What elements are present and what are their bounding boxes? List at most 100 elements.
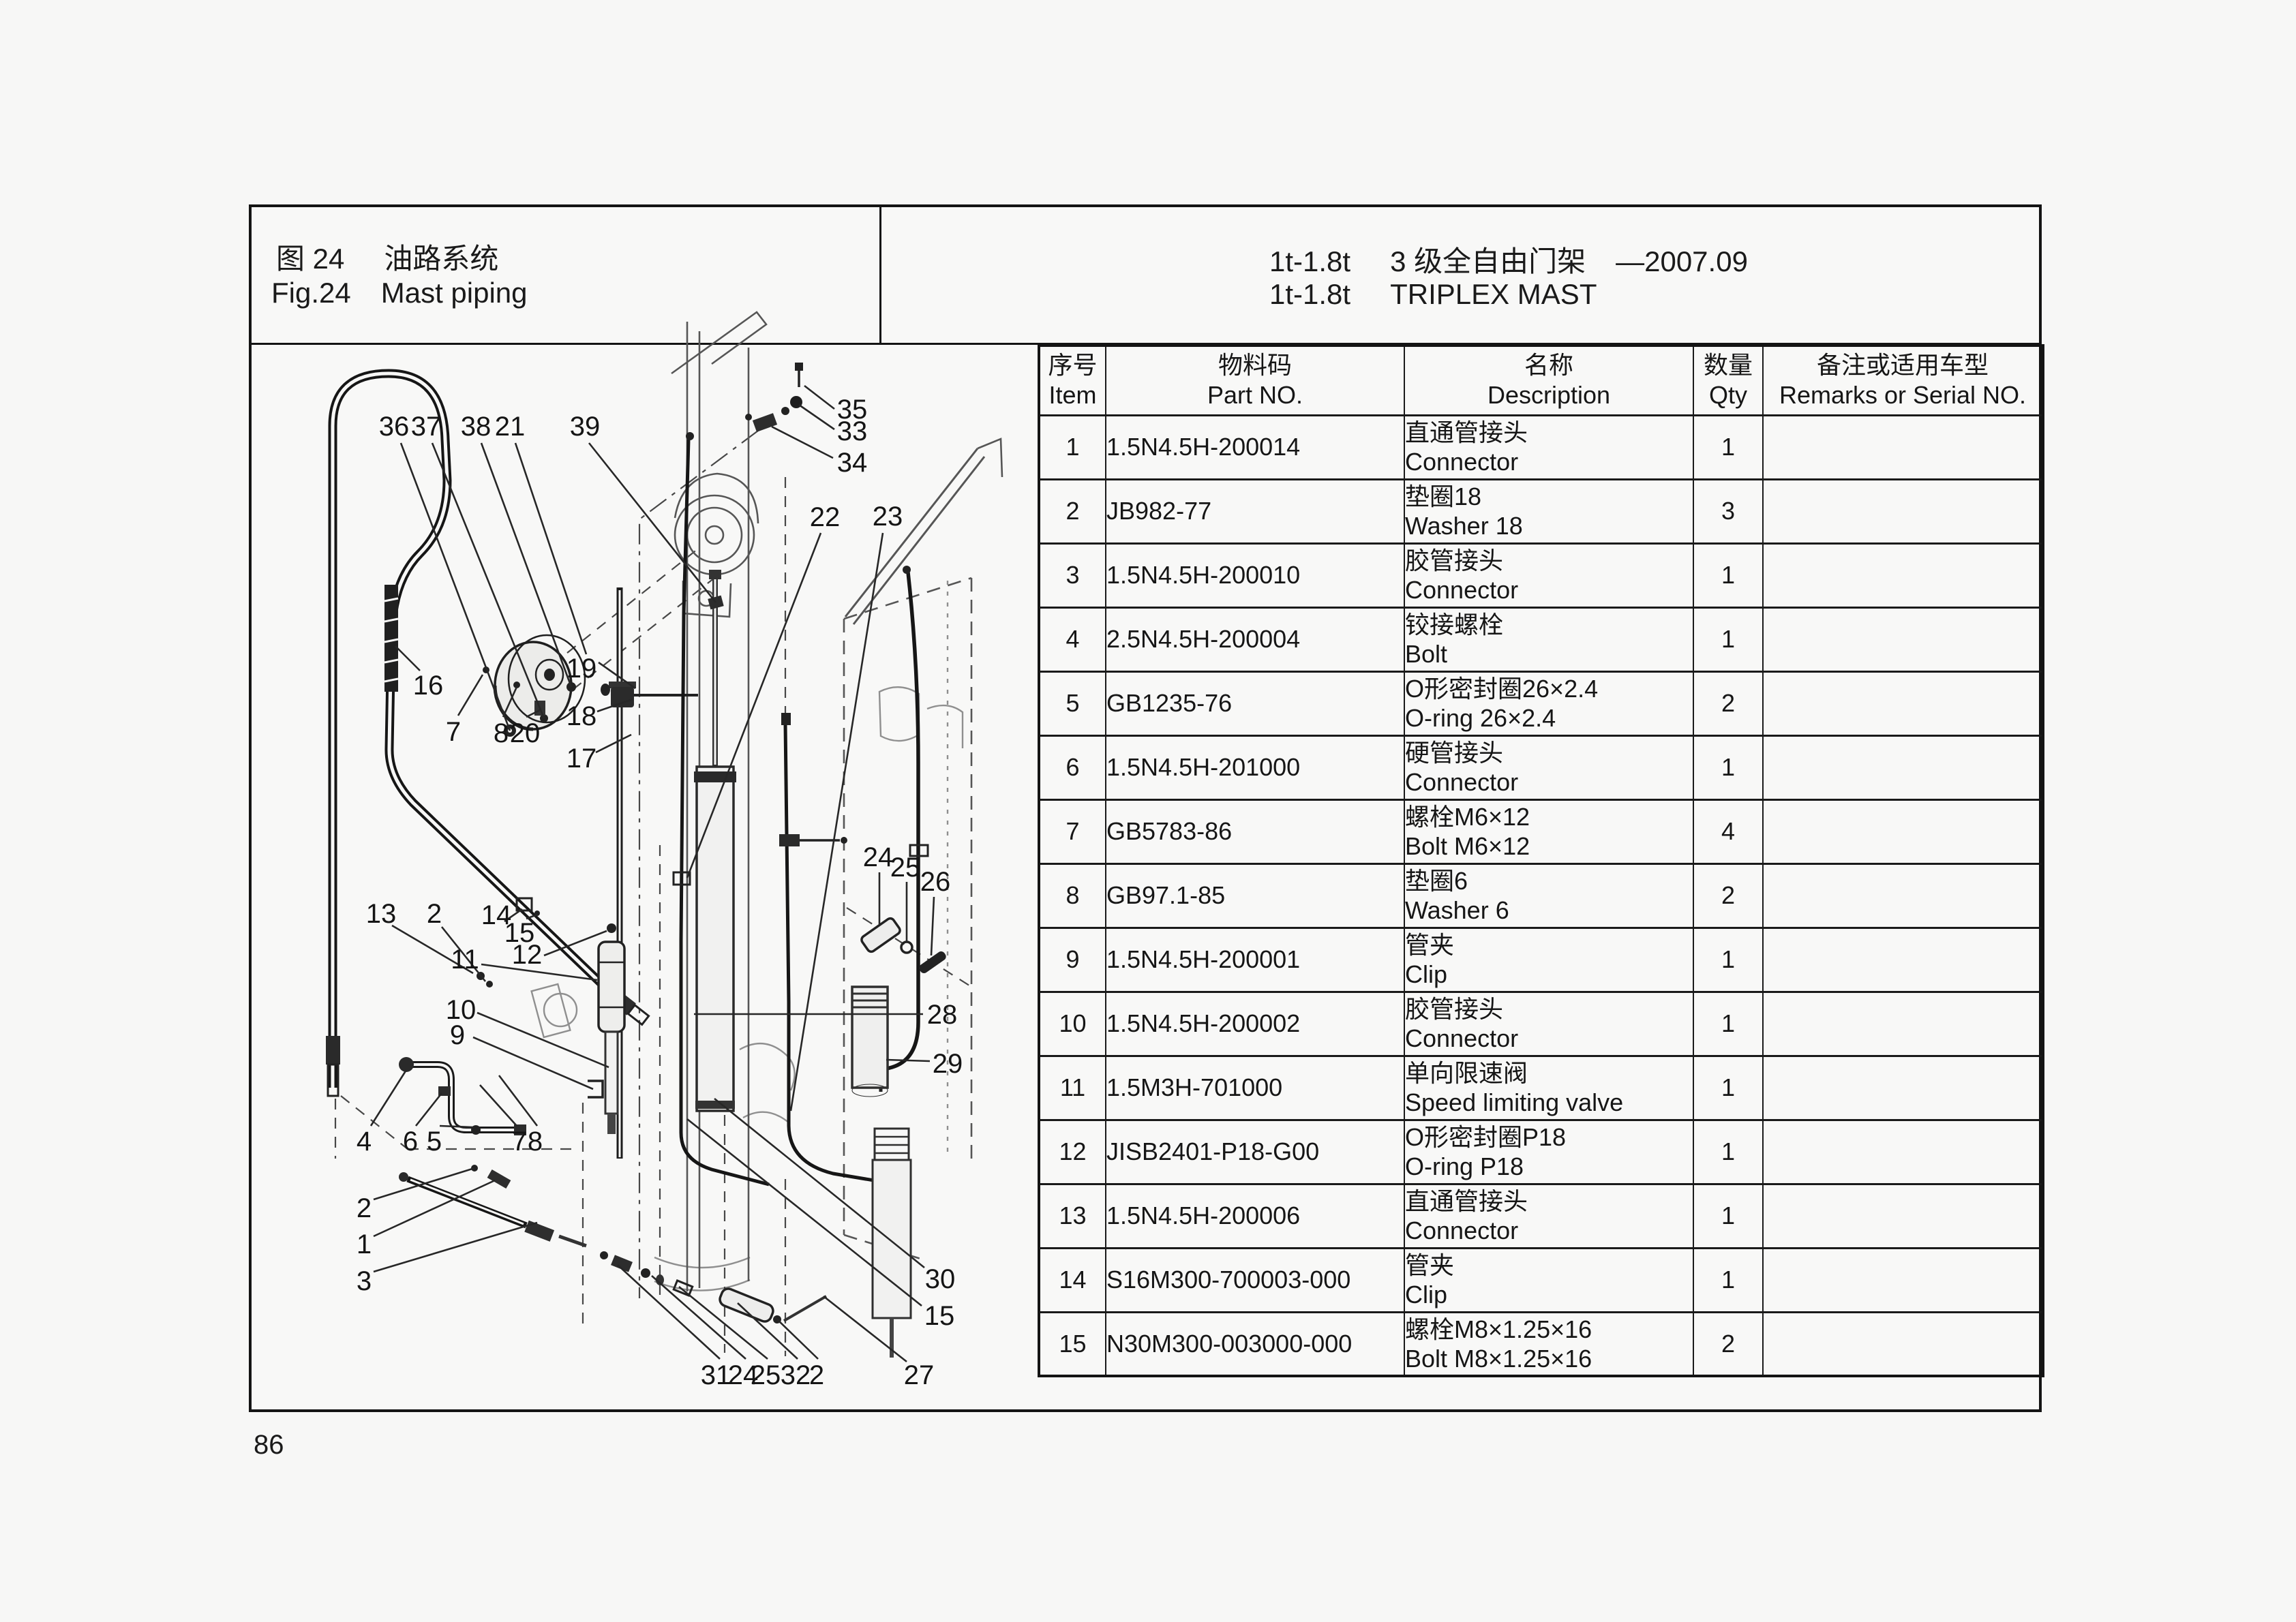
remarks: [1762, 606, 2044, 673]
callout-24: 24: [728, 1360, 759, 1390]
callout-17: 17: [567, 744, 597, 774]
col-qty-en: Qty: [1708, 381, 1747, 410]
quantity: 1: [1693, 1054, 1764, 1121]
leader-line-29: [886, 1058, 931, 1062]
callout-18: 18: [567, 701, 597, 731]
col-item-cn: 序号: [1048, 351, 1098, 380]
item-number: 3: [1038, 542, 1106, 609]
remarks: [1762, 926, 2044, 993]
callout-12: 12: [512, 940, 543, 970]
leader-line-1: [373, 1179, 496, 1238]
remarks: [1762, 734, 2044, 801]
part-number: 1.5N4.5H-200006: [1105, 1182, 1405, 1249]
part-number: 1.5N4.5H-201000: [1105, 734, 1405, 801]
figure-label-en: Fig.24: [271, 277, 351, 309]
leader-line-33: [798, 403, 835, 431]
page-number: 86: [254, 1430, 284, 1460]
remarks: [1762, 478, 2044, 545]
quantity: 1: [1693, 1246, 1764, 1313]
figure-name-cn: 油路系统: [384, 243, 499, 275]
item-number: 15: [1038, 1311, 1106, 1377]
callout-35: 35: [837, 395, 868, 425]
callout-2: 2: [357, 1193, 372, 1223]
leader-line-25: [678, 1285, 768, 1360]
callout-33: 33: [837, 416, 868, 446]
part-number: GB1235-76: [1105, 670, 1405, 737]
leader-line-2: [774, 1316, 819, 1360]
lower-hose: [399, 1172, 587, 1248]
callout-8: 8: [528, 1127, 543, 1157]
callout-9: 9: [450, 1020, 465, 1050]
part-number: 2.5N4.5H-200004: [1105, 606, 1405, 673]
header-bottom-rule: [249, 343, 2042, 345]
mast-spec-en: TRIPLEX MAST: [1390, 278, 1597, 310]
item-number: 7: [1038, 798, 1106, 865]
leader-line-19: [598, 661, 636, 690]
item-number: 10: [1038, 990, 1106, 1057]
figure-label-cn: 图 24: [276, 243, 345, 275]
callout-23: 23: [873, 502, 903, 532]
leader-line-14: [504, 908, 523, 923]
part-number: 1.5N4.5H-200014: [1105, 414, 1405, 480]
callout-38: 38: [461, 412, 492, 442]
hard-pipe: [601, 587, 698, 1159]
leader-line-11: [481, 963, 598, 981]
col-part-no-cn: 物料码: [1218, 351, 1292, 380]
callout-1: 1: [357, 1229, 372, 1259]
callout-25: 25: [890, 853, 921, 883]
leader-line-16: [395, 645, 421, 671]
callout-34: 34: [837, 448, 868, 478]
callout-31: 31: [701, 1360, 731, 1390]
leader-line-24: [651, 1275, 746, 1360]
item-number: 1: [1038, 414, 1106, 480]
quantity: 1: [1693, 1182, 1764, 1249]
callout-15: 15: [504, 918, 535, 948]
leader-line-21: [514, 442, 588, 655]
item-number: 12: [1038, 1118, 1106, 1185]
item-number: 14: [1038, 1246, 1106, 1313]
item-number: 11: [1038, 1054, 1106, 1121]
hoses: [672, 432, 929, 1187]
quantity: 1: [1693, 542, 1764, 609]
remarks: [1762, 862, 2044, 929]
quantity: 1: [1693, 414, 1764, 480]
part-number: JB982-77: [1105, 478, 1405, 545]
leader-line-7: [479, 1084, 517, 1127]
leader-line-13: [391, 924, 474, 975]
quantity: 2: [1693, 862, 1764, 929]
col-description-en: Description: [1487, 381, 1611, 410]
top-fittings: [745, 363, 803, 432]
remarks: [1762, 1118, 2044, 1185]
leader-line-17: [595, 733, 632, 754]
leader-line-7: [457, 674, 484, 716]
part-number: JISB2401-P18-G00: [1105, 1118, 1405, 1185]
mast-spec-cn: 3 级全自由门架: [1390, 245, 1586, 277]
callout-11: 11: [451, 945, 479, 975]
callout-2: 2: [809, 1360, 824, 1390]
callout-32: 32: [781, 1360, 811, 1390]
right-cylinders: [851, 985, 912, 1358]
